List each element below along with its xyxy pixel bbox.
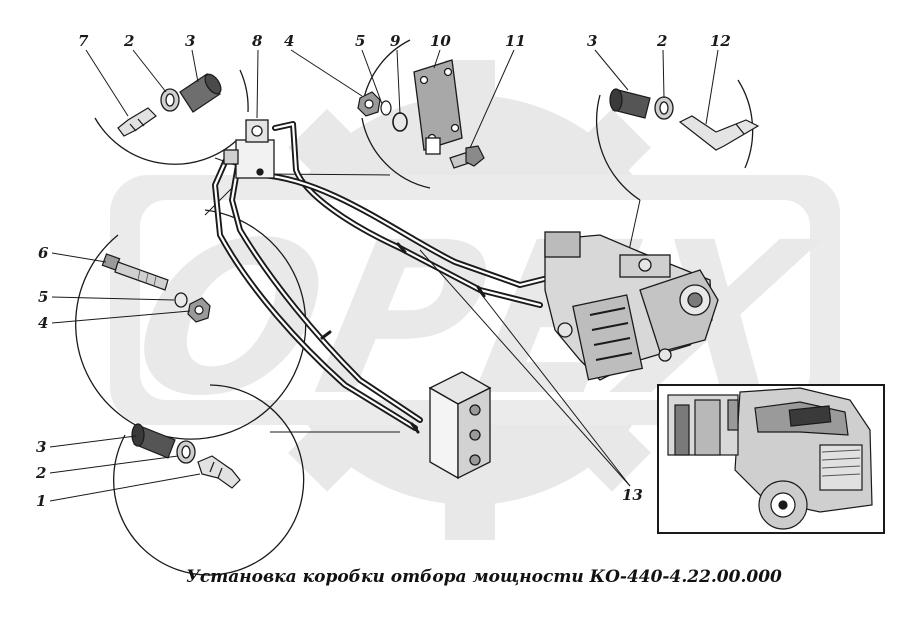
callout-2-top-left: 2 bbox=[123, 32, 134, 50]
callout-4-mid: 4 bbox=[38, 314, 48, 332]
part-clamp-2-top-right bbox=[654, 96, 674, 120]
callout-5-mid: 5 bbox=[38, 288, 48, 306]
callout-1: 1 bbox=[36, 492, 46, 510]
callout-10: 10 bbox=[430, 32, 451, 50]
detail-circle-bottom-left bbox=[113, 384, 305, 576]
pipelines bbox=[212, 121, 633, 434]
part-fitting-1 bbox=[197, 455, 241, 489]
callout-9: 9 bbox=[390, 32, 401, 50]
distribution-block bbox=[428, 371, 492, 480]
diagram-caption: Установка коробки отбора мощности КО-440… bbox=[186, 567, 782, 587]
valve-block-8 bbox=[223, 119, 275, 179]
callout-12: 12 bbox=[710, 32, 731, 50]
callout-13: 13 bbox=[622, 486, 643, 504]
part-bolt-6 bbox=[101, 253, 169, 291]
callout-8: 8 bbox=[252, 32, 263, 50]
part-fitting-7 bbox=[117, 107, 157, 137]
callout-2-top-right: 2 bbox=[656, 32, 667, 50]
callout-3-top-right: 3 bbox=[587, 32, 597, 50]
part-cover-plate-10 bbox=[413, 59, 463, 155]
callout-6: 6 bbox=[38, 244, 49, 262]
callout-5-top: 5 bbox=[355, 32, 365, 50]
callout-2-bottom: 2 bbox=[35, 464, 46, 482]
part-nut-4-top bbox=[357, 91, 381, 117]
callout-4-top: 4 bbox=[284, 32, 294, 50]
part-hose-3-bottom bbox=[131, 423, 176, 459]
part-hose-3-top-left bbox=[179, 73, 222, 113]
part-hose-3-top-right bbox=[609, 88, 651, 119]
part-washer-5-top bbox=[380, 100, 392, 116]
part-bolt-11 bbox=[449, 145, 485, 169]
part-fitting-12 bbox=[678, 115, 760, 151]
callout-3-top-left: 3 bbox=[185, 32, 195, 50]
callout-labels: 7 2 3 8 4 5 9 10 11 3 2 12 6 5 4 3 2 1 1… bbox=[35, 32, 731, 510]
part-clamp-2-top-left bbox=[160, 88, 180, 112]
detail-circle-top-left bbox=[94, 69, 249, 165]
power-takeoff-assembly bbox=[544, 231, 719, 381]
part-washer-5-mid bbox=[174, 292, 188, 308]
part-nut-4-mid bbox=[187, 297, 211, 323]
part-clamp-2-bottom bbox=[176, 440, 196, 464]
truck-inset bbox=[657, 384, 885, 534]
callout-11: 11 bbox=[505, 32, 526, 50]
callout-3-bottom: 3 bbox=[36, 438, 46, 456]
callout-7: 7 bbox=[78, 32, 89, 50]
callout-leaders bbox=[49, 49, 719, 502]
